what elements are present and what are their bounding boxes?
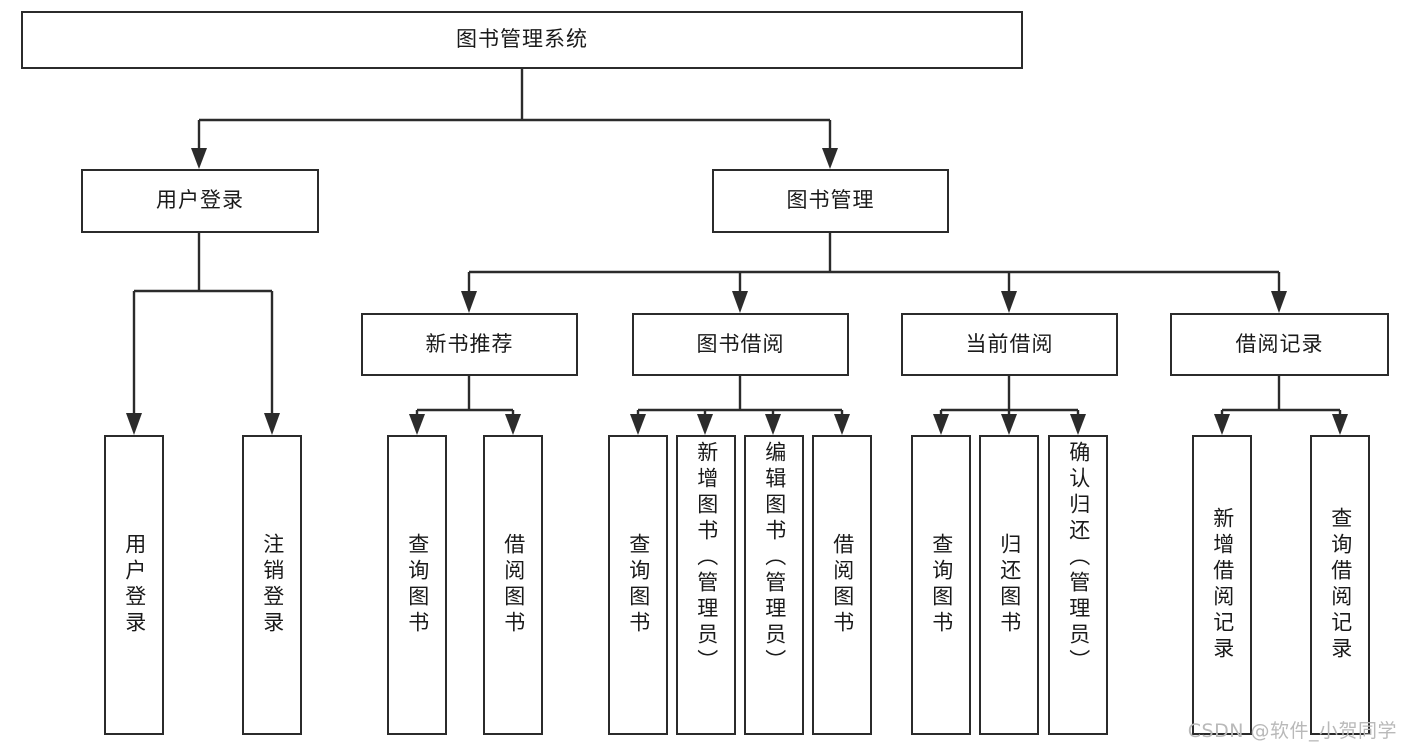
node-label: 用户登录 xyxy=(122,533,147,637)
node-label: 查询借阅记录 xyxy=(1328,507,1353,663)
node-label: 用户登录 xyxy=(156,188,244,213)
node-label: 图书管理系统 xyxy=(456,27,588,52)
leaf-add-book-admin[interactable]: 新增图书（管理员） xyxy=(676,435,736,735)
leaf-query-book-current[interactable]: 查询图书 xyxy=(911,435,971,735)
node-label: 新增图书（管理员） xyxy=(694,441,719,675)
leaf-borrow-book-recommend[interactable]: 借阅图书 xyxy=(483,435,543,735)
leaf-query-book-recommend[interactable]: 查询图书 xyxy=(387,435,447,735)
leaf-confirm-return-admin[interactable]: 确认归还（管理员） xyxy=(1048,435,1108,735)
node-book-borrow[interactable]: 图书借阅 xyxy=(632,313,849,376)
node-label: 新书推荐 xyxy=(425,331,514,356)
leaf-query-book-borrow[interactable]: 查询图书 xyxy=(608,435,668,735)
node-label: 确认归还（管理员） xyxy=(1066,441,1091,675)
watermark: CSDN @软件_小贺同学 xyxy=(1187,720,1397,742)
node-label: 查询图书 xyxy=(626,533,651,637)
node-label: 当前借阅 xyxy=(965,331,1054,356)
node-label: 借阅图书 xyxy=(501,533,526,637)
node-label: 查询图书 xyxy=(405,533,430,637)
node-label: 图书管理 xyxy=(786,188,875,213)
leaf-user-login[interactable]: 用户登录 xyxy=(104,435,164,735)
leaf-query-borrow-record[interactable]: 查询借阅记录 xyxy=(1310,435,1370,735)
node-label: 查询图书 xyxy=(929,533,954,637)
node-new-book-recommend[interactable]: 新书推荐 xyxy=(361,313,578,376)
node-current-borrow[interactable]: 当前借阅 xyxy=(901,313,1118,376)
node-label: 编辑图书（管理员） xyxy=(762,441,787,675)
node-label: 注销登录 xyxy=(260,533,285,637)
leaf-add-borrow-record[interactable]: 新增借阅记录 xyxy=(1192,435,1252,735)
node-label: 新增借阅记录 xyxy=(1210,507,1235,663)
leaf-borrow-book[interactable]: 借阅图书 xyxy=(812,435,872,735)
node-book-management[interactable]: 图书管理 xyxy=(712,169,949,233)
node-root-book-management-system[interactable]: 图书管理系统 xyxy=(21,11,1023,69)
node-label: 借阅记录 xyxy=(1235,331,1324,356)
leaf-logout[interactable]: 注销登录 xyxy=(242,435,302,735)
node-label: 借阅图书 xyxy=(830,533,855,637)
node-label: 图书借阅 xyxy=(696,331,785,356)
node-label: 归还图书 xyxy=(997,533,1022,637)
leaf-edit-book-admin[interactable]: 编辑图书（管理员） xyxy=(744,435,804,735)
node-user-login[interactable]: 用户登录 xyxy=(81,169,319,233)
leaf-return-book[interactable]: 归还图书 xyxy=(979,435,1039,735)
node-borrow-record[interactable]: 借阅记录 xyxy=(1170,313,1389,376)
